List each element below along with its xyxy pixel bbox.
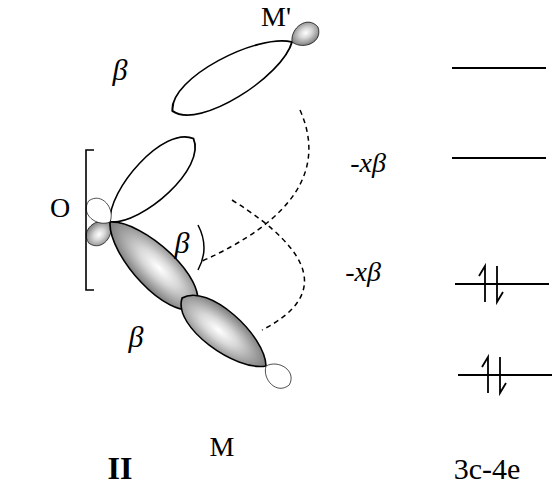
electron-up bbox=[482, 357, 488, 393]
coupling-label: -xβ bbox=[350, 149, 386, 177]
electron-up bbox=[479, 266, 485, 302]
bracket bbox=[86, 150, 94, 290]
energy-level bbox=[455, 283, 549, 285]
energy-level bbox=[452, 67, 546, 69]
coupling-label: β bbox=[175, 228, 190, 258]
m-prime-small-lobe bbox=[287, 18, 324, 52]
atom-label: O bbox=[50, 194, 70, 222]
scheme-label: 3c-4e bbox=[454, 454, 521, 484]
dashed-interaction bbox=[200, 110, 309, 262]
coupling-label: β bbox=[113, 55, 128, 85]
coupling-label: -xβ bbox=[345, 258, 381, 286]
o-upper-lobe bbox=[95, 124, 208, 237]
m-prime-lobe bbox=[162, 24, 302, 129]
coupling-label: β bbox=[129, 322, 144, 352]
dashed-interaction bbox=[232, 200, 304, 330]
energy-level bbox=[458, 374, 552, 376]
atom-label: M' bbox=[261, 3, 291, 31]
m-small-lobe bbox=[259, 358, 296, 394]
structure-number: II bbox=[108, 452, 133, 484]
m-lobe bbox=[170, 283, 279, 381]
interaction-arc bbox=[198, 225, 204, 270]
energy-level bbox=[452, 157, 546, 159]
atom-label: M bbox=[210, 433, 235, 461]
electron-down bbox=[497, 266, 503, 302]
electron-down bbox=[500, 357, 506, 393]
